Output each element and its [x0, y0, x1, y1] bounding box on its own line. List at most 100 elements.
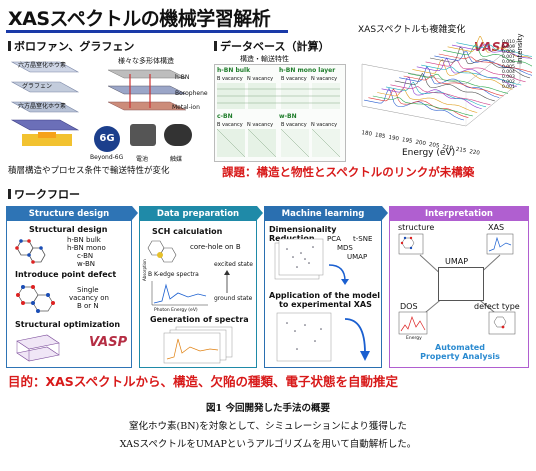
spectrum-trace	[412, 58, 513, 90]
battery-icon	[130, 124, 156, 146]
interp-dos-label: DOS	[400, 302, 418, 311]
app-label-2: to experimental XAS	[279, 300, 372, 309]
spectrum-trace	[425, 59, 526, 83]
structure-panel: Structure design Structural design h-BN …	[6, 206, 132, 368]
ml-curve-arrow-svg	[328, 264, 349, 285]
ytick: 0.009	[502, 45, 515, 50]
spectrum-trace	[372, 95, 473, 117]
interp-panel: Interpretation structure XAS UMAP DOS de…	[389, 206, 529, 368]
spectrum-trace	[429, 46, 531, 79]
structural-design-label: Structural design	[29, 225, 108, 234]
bvac-3: B vacancy	[217, 122, 243, 128]
spectrum-trace	[421, 64, 522, 86]
hbn-lattice-svg	[217, 83, 340, 109]
dr-scatter-svg	[274, 238, 324, 280]
arrow-1	[132, 206, 138, 220]
umap-label: UMAP	[347, 253, 368, 261]
sch-label: SCH calculation	[152, 227, 223, 236]
ytick: 0.004	[502, 70, 515, 75]
ground-label: ground state	[214, 295, 253, 302]
hbn-mono-label: h-BN mono layer	[279, 67, 336, 74]
spectra-3d-svg	[361, 36, 532, 127]
bvac-1: B vacancy	[217, 76, 243, 82]
borophene-heading: ボロファン、グラフェン	[8, 38, 134, 54]
beyond6g-badge: 6G	[94, 126, 120, 152]
cbn-lattice-svg	[217, 129, 341, 157]
experimental-scatter-svg	[276, 312, 332, 362]
battery-label: 電池	[136, 156, 149, 163]
spectrum-trace	[416, 57, 517, 87]
polymorph-svg	[107, 69, 187, 111]
optimization-label: Structural optimization	[15, 320, 121, 329]
single-vacancy-3: B or N	[77, 302, 99, 310]
gen-label: Generation of spectra	[150, 315, 249, 324]
single-vacancy-2: vacancy on	[69, 294, 109, 302]
interp-umap-box: UMAP	[438, 258, 484, 301]
caption-line3: XASスペクトルをUMAPというアルゴリズムを用いて自動解析した。	[119, 439, 417, 450]
catalyst-icon	[164, 124, 192, 146]
list-hbn-bulk: h-BN bulk	[67, 236, 101, 244]
interp-auto-line1: Automated	[435, 343, 485, 352]
cbn-label: c-BN	[217, 113, 233, 120]
ytick: 0.001	[502, 85, 515, 90]
spectrum-trace	[394, 72, 495, 102]
spectrum-trace	[377, 88, 478, 113]
layer-stack-svg	[10, 61, 80, 146]
arrow-3	[382, 206, 388, 220]
dr-label: Dimensionality Reduction	[269, 225, 337, 243]
interp-auto-label: Automated Property Analysis	[390, 343, 530, 361]
honeycomb-svg	[15, 239, 46, 264]
database-box: h-BN bulk h-BN mono layer B vacancy N va…	[214, 64, 346, 162]
mds-label: MDS	[337, 244, 353, 252]
interp-header: Interpretation	[390, 207, 528, 221]
data-header: Data preparation	[140, 207, 256, 221]
layer-stack-illustration	[8, 54, 86, 154]
interp-dos-svg	[398, 311, 428, 335]
structure-header: Structure design	[7, 207, 131, 221]
photon-label: Photon Energy (eV)	[154, 308, 198, 313]
data-panel: Data preparation SCH calculation core-ho…	[139, 206, 257, 368]
spectrum-trace	[456, 42, 532, 57]
ytick: 0.003	[502, 75, 515, 80]
nvac-1: N vacancy	[247, 76, 274, 82]
catalyst-label: 触媒	[170, 156, 183, 163]
spectrum-trace	[407, 73, 509, 94]
corehole-label: core-hole on B	[190, 243, 241, 251]
interp-umap-label: UMAP	[445, 257, 469, 266]
ytick: 0.008	[502, 50, 515, 55]
polymorph-illustration	[100, 64, 200, 122]
ytick: 0.007	[502, 55, 515, 60]
database-heading: データベース（計算）	[214, 38, 329, 54]
spectrum-trace	[390, 84, 491, 106]
spectra-stack-svg	[163, 326, 233, 364]
spectrum-trace	[368, 88, 469, 118]
ml-panel: Machine learning Dimensionality Reductio…	[264, 206, 382, 368]
bvac-4: B vacancy	[281, 122, 307, 128]
spectra-yticks: 0.010 0.009 0.008 0.007 0.006 0.005 0.00…	[502, 40, 522, 90]
interp-defect-label: defect type	[474, 302, 520, 311]
bvac-2: B vacancy	[281, 76, 307, 82]
spectra-xlabel: Energy (eV)	[402, 148, 456, 158]
multi-structure-label: 様々な多形体構造	[118, 57, 174, 65]
spectra-title: XASスペクトルも複雑変化	[358, 25, 466, 35]
spectrum-trace	[403, 74, 504, 97]
spectrum-trace	[443, 43, 532, 67]
bk-label: B K-edge spectra	[148, 271, 199, 278]
caption-line2: 窒化ホウ素(BN)を対象として、シミュレーションにより獲得した	[129, 421, 407, 432]
spectrum-trace	[434, 51, 532, 76]
spectrum-trace	[399, 65, 500, 98]
nvac-2: N vacancy	[311, 76, 338, 82]
caption-line1: 図1 今回開発した手法の概要	[206, 403, 330, 414]
metalion-label: Metal-ion	[172, 104, 200, 111]
vasp-logo: VASP	[89, 335, 128, 350]
nvac-3: N vacancy	[247, 122, 274, 128]
app-label-1: Application of the model	[269, 291, 381, 300]
title-underline	[6, 30, 288, 33]
interp-auto-line2: Property Analysis	[420, 352, 500, 361]
corehole-svg	[147, 240, 177, 263]
pca-label: PCA	[327, 235, 341, 243]
interp-defect-svg	[488, 311, 516, 335]
list-wbn: w-BN	[77, 260, 96, 268]
spectrum-trace	[451, 43, 532, 59]
spectrum-trace	[438, 53, 532, 73]
